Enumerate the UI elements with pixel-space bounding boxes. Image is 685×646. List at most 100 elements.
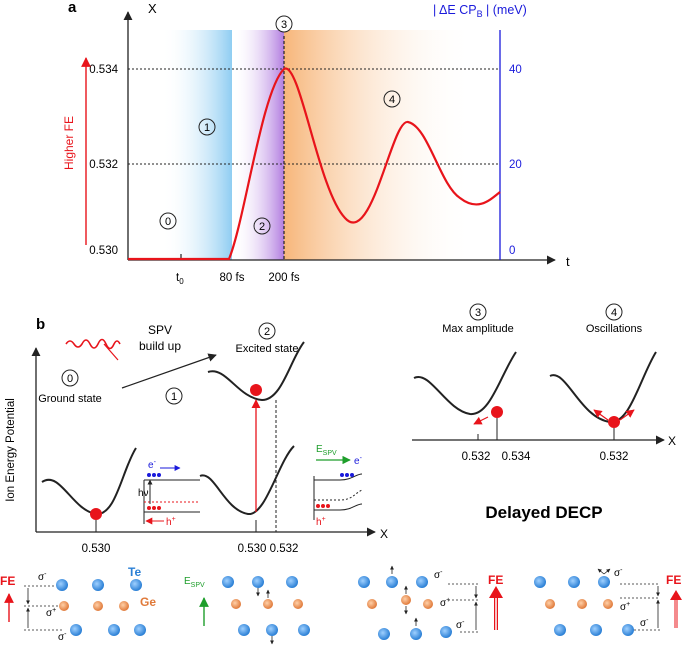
max-amplitude-ion — [491, 406, 503, 418]
tick-0532-c: 0.532 — [600, 451, 629, 463]
crystal-frame-4: σ- σ+ σ- FE — [534, 567, 682, 636]
panel-a: a X t | ΔE CPB | (meV) 0.534 0.532 0.530… — [62, 0, 570, 286]
stage-0-marker: 0 — [159, 212, 177, 230]
middle-ground-well — [199, 445, 295, 516]
stage-4-circle-b — [605, 303, 623, 321]
t200-label: 200 fs — [268, 272, 300, 284]
svg-text:0: 0 — [165, 216, 171, 228]
electron-label-left: e- — [148, 459, 157, 471]
coord-axis-label-left: X — [380, 527, 388, 541]
excited-well — [207, 341, 305, 402]
buildup-text: build up — [139, 339, 181, 353]
svg-text:4: 4 — [389, 94, 395, 106]
tick-0530-b: 0.530 — [238, 543, 267, 555]
light-wave-tail — [103, 343, 119, 361]
espv-label-b: ESPV — [316, 444, 337, 457]
crystal-frame-1: FE σ- σ+ σ- Te Ge — [0, 565, 156, 643]
svg-text:3: 3 — [281, 19, 287, 31]
stage-2-label-b: 2 — [264, 326, 270, 338]
electron-label-right: e- — [354, 455, 363, 467]
fe-label: FE — [488, 573, 503, 587]
left-tick: 0.532 — [89, 159, 118, 171]
sigma-minus-label: σ- — [640, 617, 649, 629]
panel-b-label: b — [36, 316, 45, 333]
stage-4-marker: 4 — [383, 90, 401, 108]
fe-label: FE — [0, 574, 15, 588]
oscillation-well — [549, 351, 657, 424]
stage-3-marker: 3 — [275, 15, 293, 33]
oscillations-label: Oscillations — [586, 323, 643, 335]
t-axis-label: t — [566, 254, 570, 269]
light-wave — [65, 338, 121, 350]
panel-a-label: a — [68, 0, 77, 16]
oscillation-arrow-right — [619, 409, 635, 421]
stage-1-circle-b — [165, 387, 183, 405]
sigma-plus-label: σ+ — [440, 597, 450, 609]
tick-0534: 0.534 — [502, 451, 531, 463]
restoring-arrow — [473, 416, 489, 425]
max-amplitude-well — [413, 351, 517, 416]
left-tick: 0.530 — [89, 245, 118, 257]
right-tick: 20 — [509, 159, 522, 171]
stage-2-marker: 2 — [253, 217, 271, 235]
spv-text: SPV — [148, 323, 172, 337]
hole-label-right: h+ — [316, 516, 326, 528]
ge-label: Ge — [140, 595, 156, 609]
stage-0-circle-b — [61, 369, 79, 387]
crystal-frame-3: σ- σ+ σ- FE — [358, 565, 503, 640]
coord-axis-label-right: X — [668, 434, 676, 448]
right-axis-label: | ΔE CPB | (meV) — [433, 3, 527, 19]
sigma-plus-label: σ+ — [620, 601, 630, 613]
band-diagram-left — [143, 465, 200, 525]
energy-axis-label: Ion Energy Potential — [5, 398, 17, 502]
stage-4-label-b: 4 — [611, 307, 617, 319]
right-tick: 40 — [509, 64, 522, 76]
fe-label: FE — [666, 573, 681, 587]
transition-arrow — [121, 353, 217, 389]
hole-label-left: h+ — [166, 516, 176, 528]
te-label: Te — [128, 565, 141, 579]
crystal-row: FE σ- σ+ σ- Te Ge ESPV — [0, 565, 682, 645]
displacement-curve — [128, 67, 501, 261]
t80-label: 80 fs — [220, 272, 245, 284]
stage-3-circle-b — [469, 303, 487, 321]
x-axis-label: X — [148, 1, 157, 16]
t0-label: t0 — [176, 272, 184, 286]
right-tick: 0 — [509, 245, 515, 257]
oscillation-ion — [608, 416, 620, 428]
stage-0-label-b: 0 — [67, 373, 73, 385]
left-tick: 0.534 — [89, 64, 118, 76]
crystal-frame-2: ESPV — [184, 576, 310, 645]
stage-4-band — [284, 30, 474, 260]
sigma-minus-label: σ- — [58, 631, 67, 643]
svg-text:2: 2 — [259, 221, 265, 233]
stage-2-circle-b — [258, 322, 276, 340]
panel-b: b Ion Energy Potential X SPV build up 0 … — [5, 303, 676, 555]
tick-0532-b: 0.532 — [462, 451, 491, 463]
oscillation-arrow-left — [593, 409, 609, 421]
sigma-minus-label: σ- — [434, 569, 443, 581]
stage-1-label-b: 1 — [171, 391, 177, 403]
max-amplitude-label: Max amplitude — [442, 323, 514, 335]
delayed-decp-title: Delayed DECP — [485, 503, 602, 522]
svg-text:1: 1 — [204, 122, 210, 134]
tick-0530-a: 0.530 — [82, 543, 111, 555]
higher-fe-label: Higher FE — [62, 116, 76, 170]
excited-ion — [250, 384, 262, 396]
sigma-minus-label: σ- — [456, 619, 465, 631]
ground-state-label: Ground state — [38, 393, 102, 405]
hv-label: hν — [138, 488, 149, 499]
stage-1-band — [162, 30, 232, 260]
sigma-plus-label: σ+ — [46, 607, 56, 619]
ground-well — [41, 447, 137, 516]
stage-3-label-b: 3 — [475, 307, 481, 319]
espv-label-crystal: ESPV — [184, 576, 205, 589]
stage-1-marker: 1 — [198, 118, 216, 136]
sigma-minus-label: σ- — [38, 571, 47, 583]
sigma-minus-label: σ- — [614, 567, 623, 579]
ground-ion — [90, 508, 102, 520]
tick-0532-a: 0.532 — [270, 543, 299, 555]
band-diagram-right — [313, 455, 363, 520]
excited-state-label: Excited state — [236, 343, 299, 355]
